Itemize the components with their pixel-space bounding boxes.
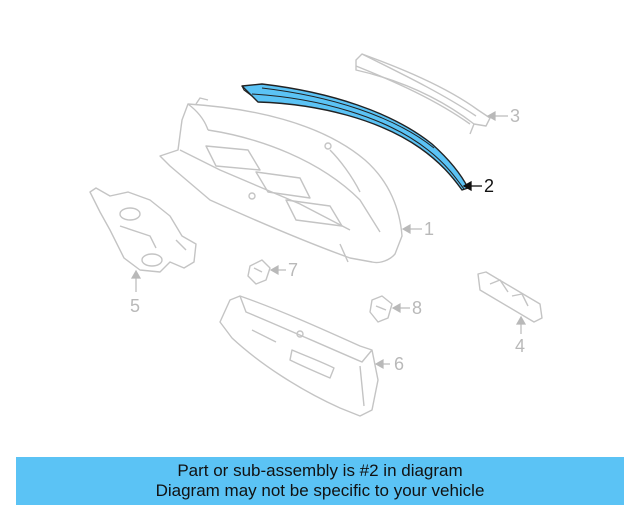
parts-diagram: 1 2 3 4 5 6 7 8: [89, 53, 543, 417]
callout-7-leader: [269, 264, 286, 276]
part-2-rear-rail: [241, 83, 469, 191]
callout-6-number: 6: [394, 354, 404, 374]
callout-2-leader: [462, 180, 482, 192]
callout-7-number: 7: [288, 260, 298, 280]
callout-5-number: 5: [130, 296, 140, 316]
callout-1-leader: [401, 223, 422, 235]
part-7-clip: [247, 259, 271, 285]
caption-line-1: Part or sub-assembly is #2 in diagram: [177, 461, 463, 480]
callout-2-number: 2: [484, 176, 494, 196]
callout-6-leader: [374, 358, 390, 370]
part-3-roof-rail: [355, 53, 491, 135]
callout-8-number: 8: [412, 298, 422, 318]
callout-3-number: 3: [510, 106, 520, 126]
caption-line-2: Diagram may not be specific to your vehi…: [155, 481, 485, 500]
diagram-caption-banner: Part or sub-assembly is #2 in diagram Di…: [16, 457, 624, 505]
callout-3-leader: [486, 110, 508, 122]
callout-8-leader: [391, 302, 410, 314]
callout-4-leader: [515, 315, 527, 334]
part-6-inner-panel: [219, 295, 379, 417]
callout-5-leader: [130, 269, 142, 292]
part-8-clip: [369, 295, 393, 323]
callout-4-number: 4: [515, 336, 525, 356]
part-5-bracket: [89, 187, 197, 273]
callout-1-number: 1: [424, 219, 434, 239]
part-1-package-tray: [159, 97, 403, 264]
part-4-reinforcement: [477, 271, 543, 323]
